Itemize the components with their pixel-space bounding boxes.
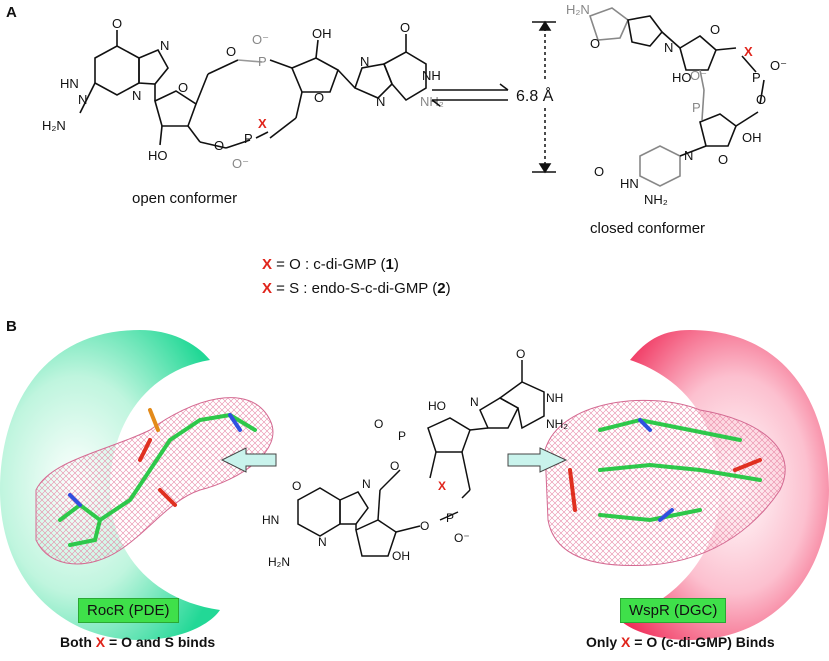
open-conformer-structure [79, 30, 427, 149]
svg-text:O⁻: O⁻ [252, 32, 269, 47]
svg-text:N: N [470, 395, 479, 409]
svg-text:N: N [318, 535, 327, 549]
svg-text:O: O [420, 519, 429, 533]
rocr-label: RocR (PDE) [78, 598, 179, 623]
central-structure [297, 360, 545, 557]
legend-text-1: = O : c-di-GMP ( [272, 256, 386, 273]
open-conformer-atoms: O HN H₂N N N N HO O O P O⁻ X O P O⁻ OH O… [42, 16, 444, 171]
panel-a-letter: A [6, 4, 17, 21]
svg-text:O: O [594, 164, 604, 179]
wspr-caption-pre: Only [586, 634, 622, 650]
svg-text:O: O [226, 44, 236, 59]
svg-text:O: O [756, 92, 766, 107]
svg-text:N: N [362, 477, 371, 491]
svg-text:OH: OH [742, 130, 762, 145]
legend-x-2: X [262, 280, 273, 297]
svg-text:O⁻: O⁻ [454, 531, 470, 545]
svg-text:H₂N: H₂N [566, 2, 590, 17]
svg-text:OH: OH [312, 26, 332, 41]
svg-text:P: P [752, 70, 761, 85]
closed-conformer-label: closed conformer [590, 220, 706, 237]
svg-text:O: O [516, 347, 525, 361]
legend-line-1: X = O : c-di-GMP (1) [262, 256, 399, 273]
svg-text:HO: HO [148, 148, 168, 163]
svg-text:N: N [664, 40, 673, 55]
panel-b-letter: B [6, 318, 17, 335]
closed-conformer-structure [588, 7, 765, 187]
svg-text:X: X [744, 44, 753, 59]
svg-text:HN: HN [60, 76, 79, 91]
svg-text:P: P [244, 131, 253, 146]
svg-text:N: N [360, 54, 369, 69]
svg-text:NH₂: NH₂ [420, 94, 444, 109]
panel-b-graphics: O HN H₂N N N OH O P O O P O⁻ X HO N O NH… [0, 330, 829, 640]
svg-text:O: O [112, 16, 122, 31]
svg-text:O: O [178, 80, 188, 95]
wspr-ligand-density [544, 399, 786, 567]
svg-text:O: O [590, 36, 600, 51]
svg-text:O: O [390, 459, 399, 473]
svg-text:O: O [718, 152, 728, 167]
svg-text:HO: HO [428, 399, 446, 413]
svg-text:P: P [398, 429, 406, 443]
svg-text:O: O [314, 90, 324, 105]
svg-text:X: X [258, 116, 267, 131]
rocr-caption: Both X = O and S binds [60, 634, 215, 650]
rocr-ligand-density [35, 397, 274, 565]
svg-text:N: N [160, 38, 169, 53]
svg-text:N: N [78, 92, 87, 107]
svg-text:O: O [710, 22, 720, 37]
wspr-caption-x: X [621, 634, 631, 650]
svg-text:HO: HO [672, 70, 692, 85]
svg-text:NH: NH [422, 68, 441, 83]
legend-line-2: X = S : endo-S-c-di-GMP (2) [262, 280, 451, 297]
legend-end-2: ) [445, 280, 451, 297]
left-arrow [220, 447, 277, 473]
svg-text:P: P [258, 54, 267, 69]
svg-text:NH₂: NH₂ [546, 417, 568, 431]
svg-text:O: O [400, 20, 410, 35]
svg-text:O: O [214, 138, 224, 153]
svg-text:OH: OH [392, 549, 410, 563]
svg-text:O⁻: O⁻ [690, 68, 707, 83]
equilibrium-arrows [431, 83, 509, 107]
svg-text:O: O [374, 417, 383, 431]
rocr-caption-post: = O and S binds [105, 634, 216, 650]
svg-text:X: X [438, 479, 446, 493]
svg-text:P: P [692, 100, 701, 115]
legend-text-2: = S : endo-S-c-di-GMP ( [272, 280, 438, 297]
right-arrow [507, 447, 568, 473]
svg-text:P: P [446, 511, 454, 525]
svg-text:O⁻: O⁻ [770, 58, 787, 73]
legend-x-1: X [262, 256, 273, 273]
rocr-caption-x: X [95, 634, 106, 650]
svg-text:H₂N: H₂N [268, 555, 290, 569]
svg-text:HN: HN [620, 176, 639, 191]
legend-num-1: 1 [385, 256, 394, 273]
svg-text:O⁻: O⁻ [232, 156, 249, 171]
wspr-label: WspR (DGC) [620, 598, 727, 623]
wspr-caption: Only X = O (c-di-GMP) Binds [586, 634, 775, 650]
svg-text:H₂N: H₂N [42, 118, 66, 133]
svg-text:O: O [292, 479, 301, 493]
closed-conformer-atoms: H₂N O N HO O X P O⁻ O O⁻ P OH O O HN NH₂… [566, 2, 787, 207]
open-conformer-label: open conformer [132, 190, 238, 207]
svg-text:N: N [684, 148, 693, 163]
svg-text:N: N [132, 88, 141, 103]
svg-text:HN: HN [262, 513, 279, 527]
distance-bracket [532, 20, 556, 174]
wspr-caption-post: = O (c-di-GMP) Binds [630, 634, 775, 650]
rocr-caption-pre: Both [60, 634, 96, 650]
svg-text:NH: NH [546, 391, 563, 405]
central-structure-atoms: O HN H₂N N N OH O P O O P O⁻ X HO N O NH… [262, 347, 568, 569]
legend-num-2: 2 [437, 280, 446, 297]
svg-text:N: N [376, 94, 385, 109]
legend-end-1: ) [393, 256, 399, 273]
svg-text:NH₂: NH₂ [644, 192, 668, 207]
distance-label: 6.8 Å [516, 88, 554, 105]
panel-a-structures: O HN H₂N N N N HO O O P O⁻ X O P O⁻ OH O… [42, 2, 787, 207]
